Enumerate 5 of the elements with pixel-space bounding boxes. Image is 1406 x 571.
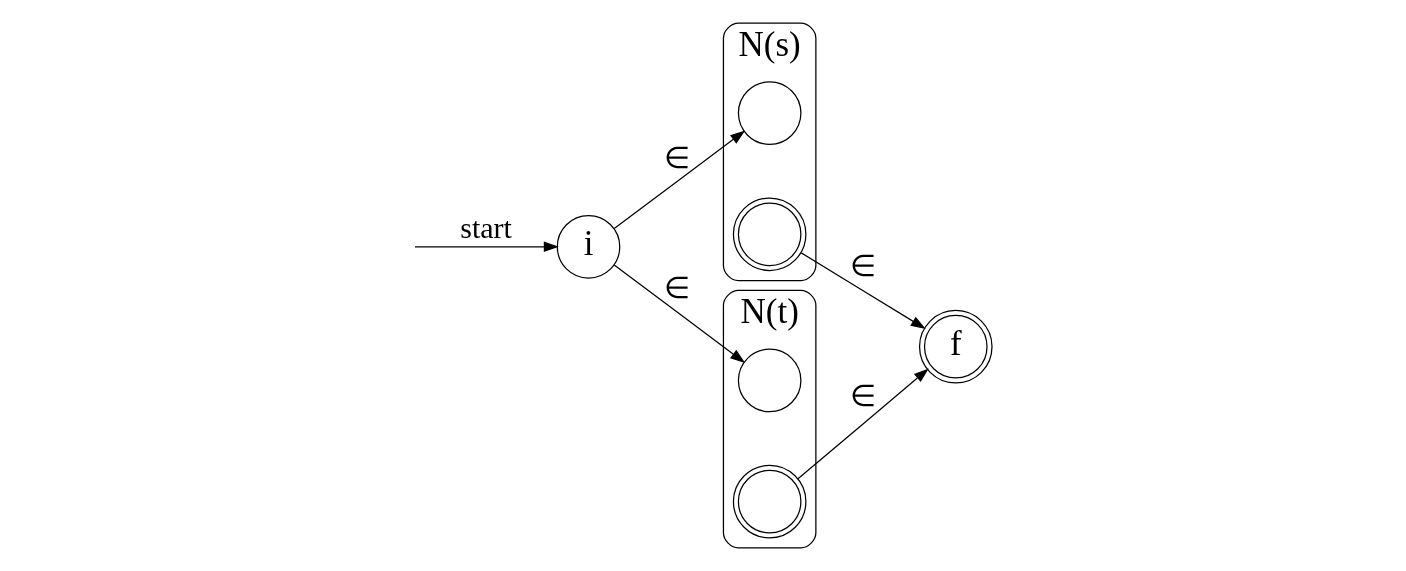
edge-label: ∈ (849, 248, 876, 282)
edge-label: ∈ (663, 141, 690, 175)
edge-label: ∈ (849, 378, 876, 412)
edge-label: start (460, 211, 512, 245)
edge-label: ∈ (663, 271, 690, 305)
